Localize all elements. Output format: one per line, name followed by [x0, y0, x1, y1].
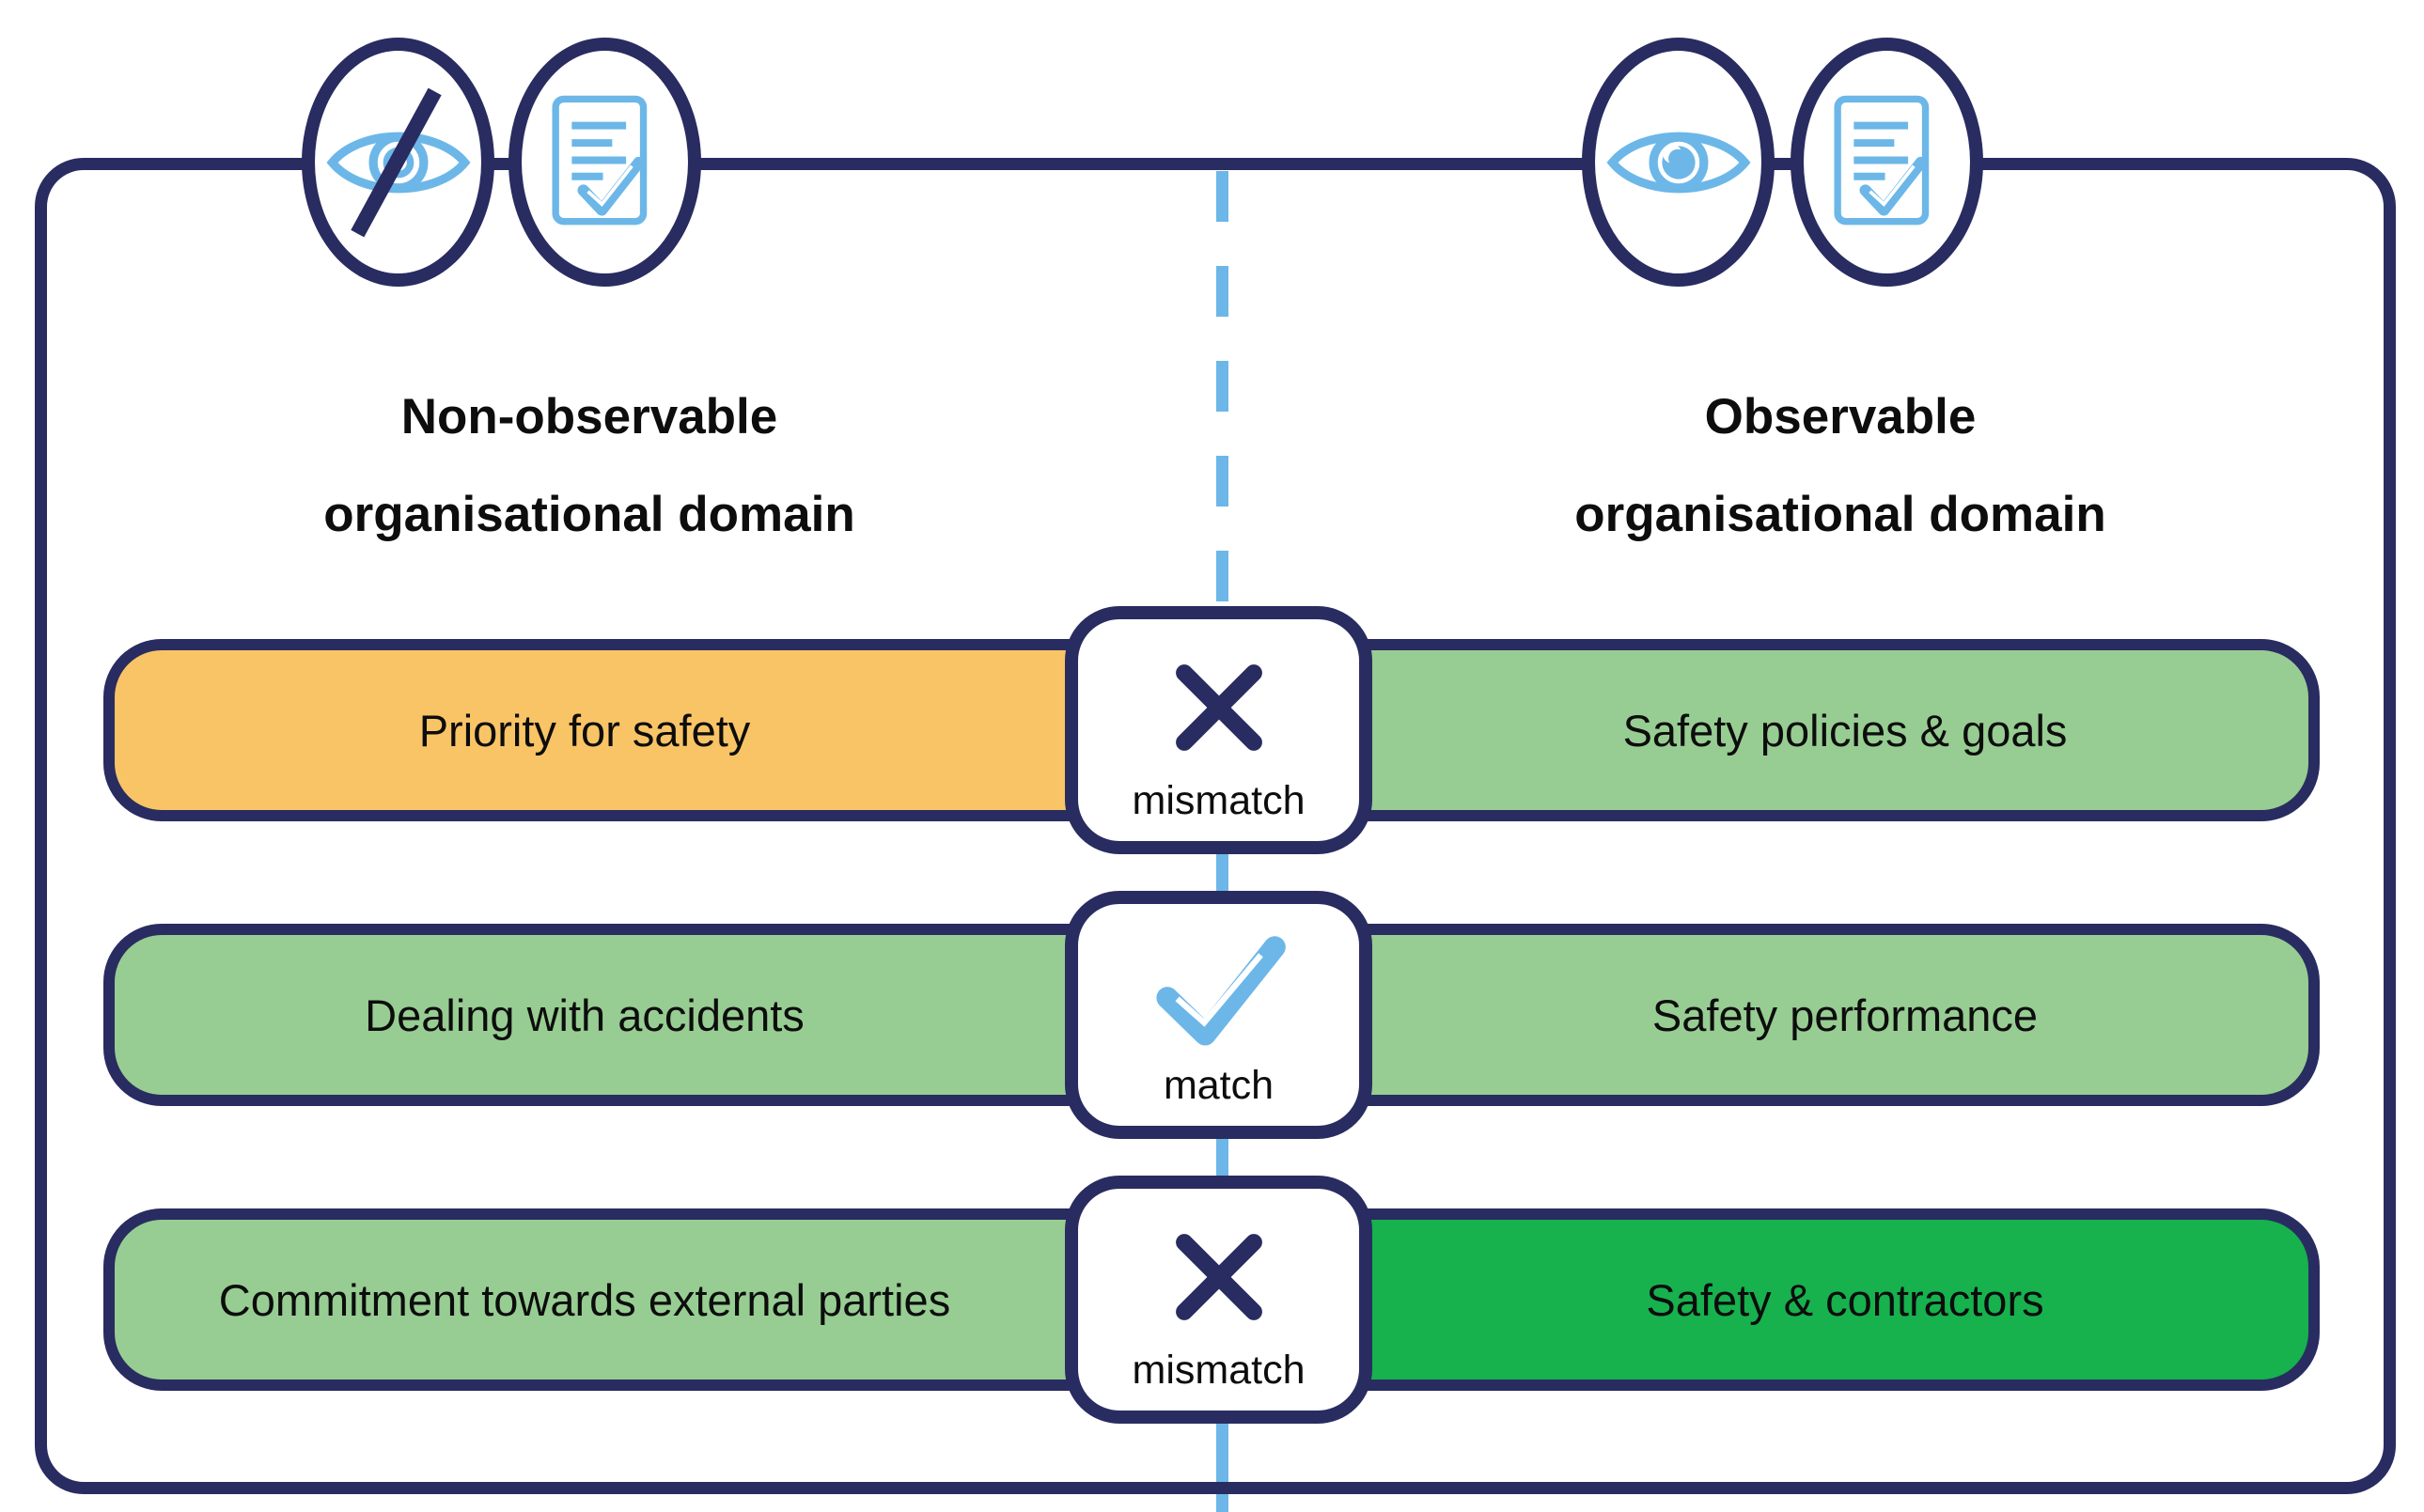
check-mark-icon-wrap: [1149, 921, 1289, 1064]
x-mark-icon: [1175, 664, 1262, 752]
status-label: mismatch: [1132, 1348, 1306, 1394]
document-check-icon: [551, 95, 647, 225]
left-bar-dealing-with-accidents: Dealing with accidents: [103, 924, 1132, 1106]
left-bar-label: Priority for safety: [418, 705, 751, 756]
right-bar-label: Safety & contractors: [1646, 1274, 2044, 1325]
check-mark-icon: [1155, 936, 1286, 1046]
x-mark-icon-wrap: [1166, 1206, 1272, 1348]
x-mark-icon-wrap: [1166, 636, 1272, 779]
comparison-row: Priority for safety Safety policies & go…: [0, 606, 2424, 854]
right-bar-safety-policies-goals: Safety policies & goals: [1291, 639, 2320, 821]
x-mark-icon: [1175, 1234, 1262, 1321]
left-bar-label: Commitment towards external parties: [218, 1274, 951, 1325]
right-bar-label: Safety policies & goals: [1622, 705, 2068, 756]
document-check-icon-circle-left: [508, 38, 701, 287]
right-bar-safety-contractors: Safety & contractors: [1291, 1208, 2320, 1391]
left-bar-label: Dealing with accidents: [365, 990, 805, 1040]
right-column-heading: Observable organisational domain: [1417, 368, 2263, 564]
left-column-heading: Non-observable organisational domain: [166, 368, 1012, 564]
right-bar-label: Safety performance: [1651, 990, 2039, 1040]
right-heading-line1: Observable: [1704, 389, 1977, 444]
document-check-icon: [1833, 95, 1929, 225]
comparison-row: Dealing with accidents Safety performanc…: [0, 891, 2424, 1139]
eye-icon-circle: [1582, 38, 1775, 287]
eye-off-icon-circle: [302, 38, 494, 287]
right-heading-line2: organisational domain: [1574, 487, 2106, 542]
center-divider-dashed-line: [1216, 171, 1228, 620]
document-check-icon-circle-right: [1791, 38, 1983, 287]
left-heading-line1: Non-observable: [400, 389, 778, 444]
status-badge-mismatch: mismatch: [1065, 606, 1372, 854]
right-bar-safety-performance: Safety performance: [1291, 924, 2320, 1106]
left-bar-priority-for-safety: Priority for safety: [103, 639, 1132, 821]
status-badge-match: match: [1065, 891, 1372, 1139]
left-bar-commitment-external-parties: Commitment towards external parties: [103, 1208, 1132, 1391]
left-heading-line2: organisational domain: [323, 487, 855, 542]
status-label: match: [1163, 1063, 1275, 1109]
comparison-row: Commitment towards external parties Safe…: [0, 1176, 2424, 1424]
status-badge-mismatch: mismatch: [1065, 1176, 1372, 1424]
status-label: mismatch: [1132, 778, 1306, 824]
eye-off-icon: [325, 87, 471, 237]
eye-icon: [1605, 132, 1751, 193]
